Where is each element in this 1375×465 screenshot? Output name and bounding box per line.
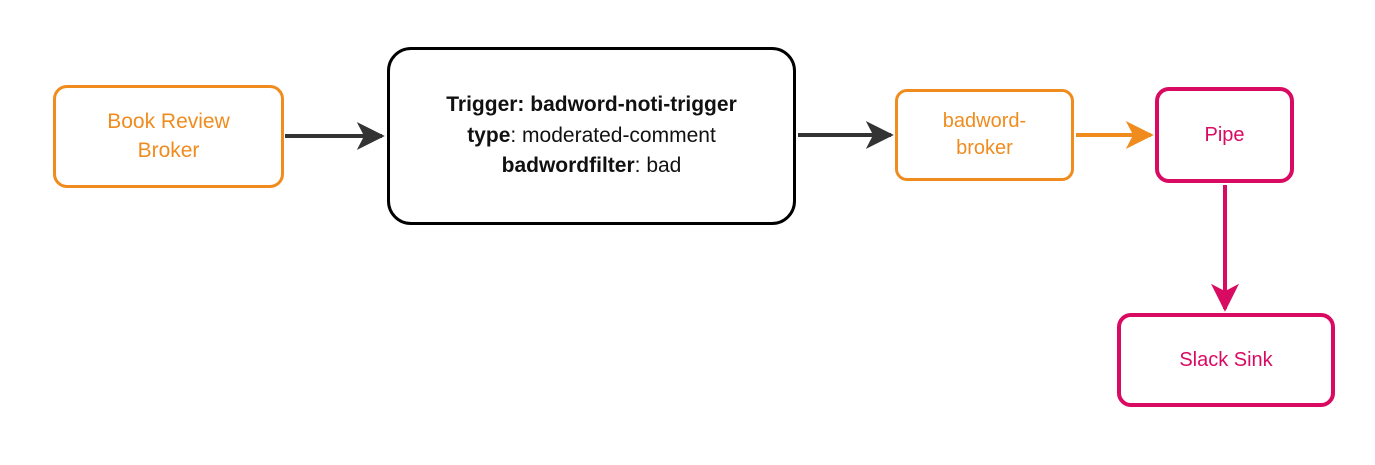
- trigger-line-2-value: moderated-comment: [522, 123, 716, 147]
- node-badword-broker-label: badword- broker: [942, 110, 1027, 159]
- node-slack-sink-label: Slack Sink: [1179, 348, 1273, 371]
- node-pipe-label: Pipe: [1204, 123, 1245, 146]
- trigger-line-3-value: bad: [646, 154, 682, 178]
- trigger-line-3: badwordfilter: bad: [501, 154, 682, 178]
- node-badword-broker[interactable]: badword- broker: [895, 89, 1074, 181]
- node-trigger[interactable]: Trigger: badword-noti-trigger type: mode…: [387, 47, 796, 225]
- node-pipe[interactable]: Pipe: [1155, 87, 1294, 183]
- trigger-line-2-key: type: [467, 123, 511, 147]
- trigger-line-1-key: Trigger:: [446, 93, 525, 117]
- trigger-line-3-key: badwordfilter: [501, 154, 635, 178]
- node-book-review-broker-label: Book Review Broker: [107, 110, 230, 162]
- node-slack-sink[interactable]: Slack Sink: [1117, 313, 1335, 407]
- trigger-line-1-value: badword-noti-trigger: [530, 93, 737, 117]
- trigger-line-1: Trigger: badword-noti-trigger: [446, 91, 737, 119]
- trigger-line-2: type: moderated-comment: [467, 123, 716, 147]
- node-book-review-broker[interactable]: Book Review Broker: [53, 85, 284, 188]
